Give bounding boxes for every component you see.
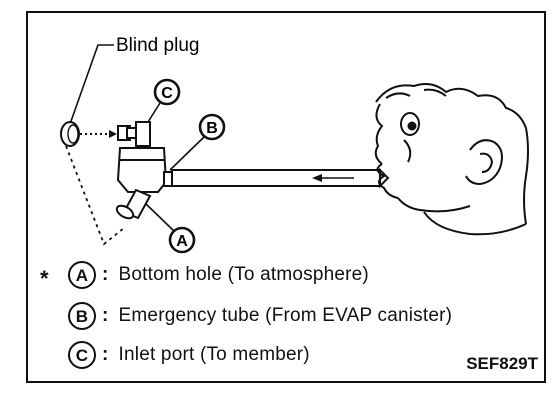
svg-text:A: A bbox=[176, 233, 188, 250]
legend-marker-b: B bbox=[68, 302, 96, 330]
diagram-frame bbox=[26, 11, 546, 383]
marker-b: B bbox=[169, 113, 226, 171]
legend-separator: : bbox=[102, 305, 109, 326]
plug-bottom-dotted bbox=[65, 145, 125, 246]
marker-c: C bbox=[147, 78, 181, 123]
emergency-tube bbox=[171, 167, 390, 189]
valve-body bbox=[115, 121, 175, 220]
legend-item-c: C : Inlet port (To member) bbox=[68, 340, 310, 370]
legend-marker-a: A bbox=[68, 261, 96, 289]
blind-plug-label: Blind plug bbox=[116, 35, 199, 56]
person-face bbox=[374, 83, 529, 236]
legend-text-c: Inlet port (To member) bbox=[118, 344, 310, 365]
legend-text-b: Emergency tube (From EVAP canister) bbox=[118, 305, 453, 326]
svg-text:B: B bbox=[206, 120, 218, 137]
airflow-arrow bbox=[312, 174, 354, 182]
figure-code: SEF829T bbox=[466, 354, 538, 373]
marker-a: A bbox=[145, 203, 196, 254]
svg-text:C: C bbox=[161, 85, 173, 102]
legend-marker-c: C bbox=[68, 341, 96, 369]
legend-text-a: Bottom hole (To atmosphere) bbox=[118, 264, 369, 285]
legend-separator: : bbox=[102, 264, 109, 285]
legend-separator: : bbox=[102, 344, 109, 365]
blind-plug bbox=[60, 121, 80, 147]
legend-item-b: B : Emergency tube (From EVAP canister) bbox=[68, 301, 452, 331]
legend-item-a: A : Bottom hole (To atmosphere) bbox=[68, 260, 369, 290]
blind-plug-leader bbox=[69, 44, 114, 125]
asterisk-note: * bbox=[40, 266, 49, 291]
plug-insert-arrow bbox=[80, 130, 117, 138]
